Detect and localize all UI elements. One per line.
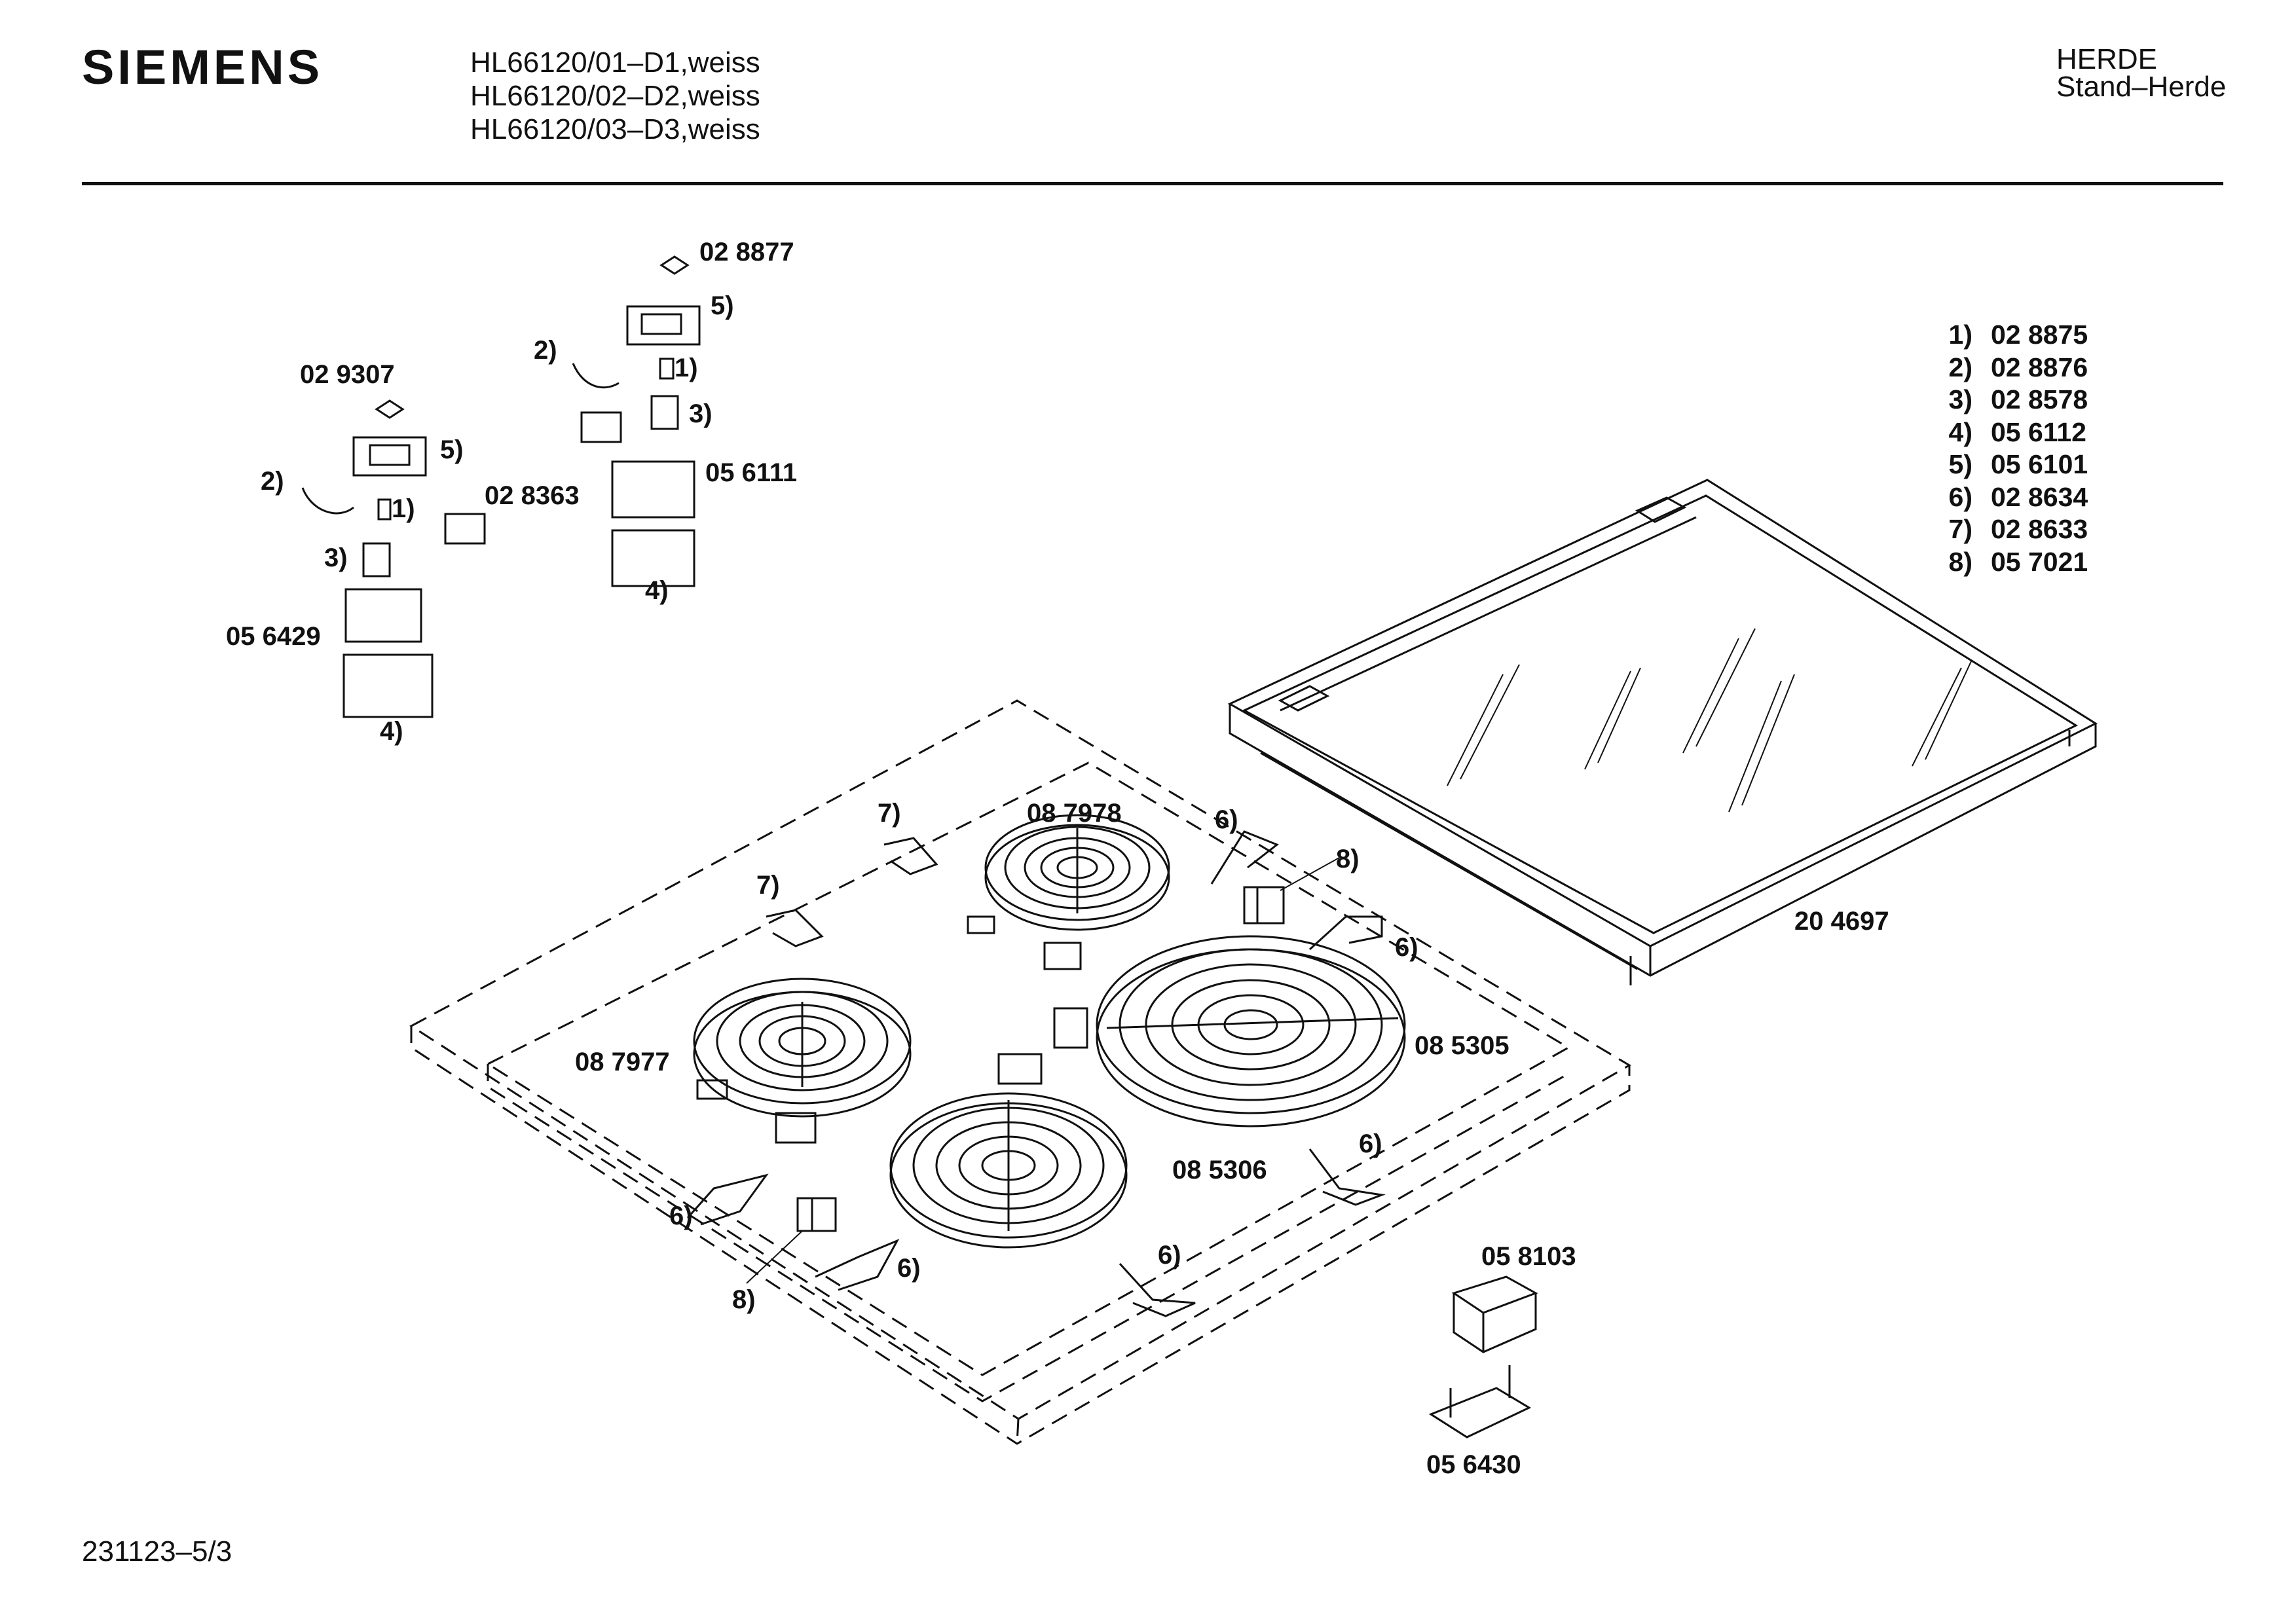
legend-row: 7) 02 8633	[1919, 514, 2088, 547]
label-ref-6: 6)	[1359, 1129, 1382, 1158]
label-08-5305: 08 5305	[1415, 1031, 1509, 1060]
legend-key: 8)	[1948, 546, 1972, 577]
terminal-blocks	[746, 857, 1340, 1284]
label-ref-5: 5)	[440, 435, 464, 464]
parts-legend: 1)02 8875 2)02 8876 3)02 8578 4)05 6112 …	[1919, 320, 2088, 579]
label-ref-4: 4)	[380, 717, 403, 746]
label-20-4697: 20 4697	[1794, 907, 1889, 936]
control-switch-upper	[572, 255, 701, 587]
label-ref-8: 8)	[732, 1285, 756, 1314]
mounting-clips	[686, 830, 1386, 1317]
legend-row: 5) 05 6101	[1919, 449, 2088, 482]
category-label: HERDE Stand–Herde	[2056, 43, 2227, 103]
legend-part: 05 7021	[1991, 546, 2088, 577]
legend-part: 02 8875	[1991, 320, 2088, 350]
callout-labels: 02 8877 5) 2) 1) 3) 02 9307 5) 2) 1) 02 …	[226, 238, 1889, 1479]
label-05-6429: 05 6429	[226, 622, 321, 651]
legend-row: 2) 02 8876	[1919, 352, 2088, 385]
label-ref-6: 6)	[897, 1254, 921, 1283]
legend-key: 1)	[1948, 320, 1972, 350]
model-line: HL66120/02–D2,weiss	[470, 80, 760, 112]
control-switch-lower	[301, 399, 486, 718]
model-line: HL66120/03–D3,weiss	[470, 113, 760, 145]
document-code: 231123–5/3	[82, 1535, 232, 1567]
radiant-heater-08-7978	[967, 814, 1170, 970]
legend-key: 5)	[1948, 449, 1972, 479]
legend-key: 7)	[1948, 514, 1972, 544]
label-ref-1: 1)	[675, 354, 698, 382]
label-ref-6: 6)	[1215, 805, 1238, 834]
label-ref-8: 8)	[1336, 845, 1360, 873]
brand-logo: SIEMENS	[82, 40, 324, 94]
label-08-7977: 08 7977	[575, 1048, 670, 1076]
legend-row: 8) 05 7021	[1919, 547, 2088, 579]
label-ref-5: 5)	[711, 291, 734, 320]
legend-row: 4) 05 6112	[1919, 417, 2088, 450]
label-ref-1: 1)	[392, 494, 415, 523]
label-ref-7: 7)	[756, 871, 780, 900]
bracket-05-6430	[1428, 1365, 1532, 1438]
legend-part: 05 6101	[1991, 449, 2088, 479]
label-02-8877: 02 8877	[699, 238, 794, 266]
model-line: HL66120/01–D1,weiss	[470, 46, 760, 79]
header-divider	[82, 182, 2223, 185]
label-ref-6: 6)	[669, 1201, 693, 1230]
legend-key: 2)	[1948, 352, 1972, 382]
legend-part: 02 8634	[1991, 481, 2088, 512]
label-ref-3: 3)	[689, 399, 713, 428]
radiant-heater-08-7977	[693, 978, 912, 1144]
label-ref-6: 6)	[1158, 1241, 1181, 1270]
label-ref-3: 3)	[324, 543, 348, 572]
model-list: HL66120/01–D1,weiss HL66120/02–D2,weiss …	[470, 46, 760, 146]
label-02-8363: 02 8363	[485, 481, 580, 510]
glass-ceramic-top	[1227, 479, 2098, 985]
legend-part: 02 8876	[1991, 352, 2088, 382]
legend-part: 02 8578	[1991, 384, 2088, 414]
label-ref-4: 4)	[645, 576, 669, 605]
legend-part: 05 6112	[1991, 416, 2086, 447]
label-02-9307: 02 9307	[300, 360, 395, 389]
label-08-7978: 08 7978	[1027, 799, 1122, 828]
radiant-heater-08-5306	[889, 1092, 1128, 1249]
category-line: Stand–Herde	[2056, 71, 2227, 103]
label-08-5306: 08 5306	[1172, 1156, 1267, 1184]
category-line: HERDE	[2056, 43, 2158, 75]
legend-key: 4)	[1948, 416, 1972, 447]
cooktop-frame-dashed	[409, 699, 1631, 1445]
label-ref-6: 6)	[1395, 933, 1418, 962]
label-05-6111: 05 6111	[705, 458, 797, 487]
label-ref-7: 7)	[878, 799, 901, 828]
legend-key: 6)	[1948, 481, 1972, 512]
label-ref-2: 2)	[261, 467, 284, 496]
label-ref-2: 2)	[534, 336, 557, 365]
legend-row: 1) 02 8875	[1919, 320, 2088, 352]
legend-row: 3) 02 8578	[1919, 384, 2088, 417]
legend-row: 6) 02 8634	[1919, 482, 2088, 515]
label-05-6430: 05 6430	[1426, 1450, 1521, 1479]
radiant-heater-08-5305	[997, 935, 1406, 1127]
legend-key: 3)	[1948, 384, 1972, 414]
legend-part: 02 8633	[1991, 514, 2088, 544]
label-05-8103: 05 8103	[1481, 1242, 1576, 1271]
terminal-block-05-8103	[1451, 1275, 1538, 1353]
